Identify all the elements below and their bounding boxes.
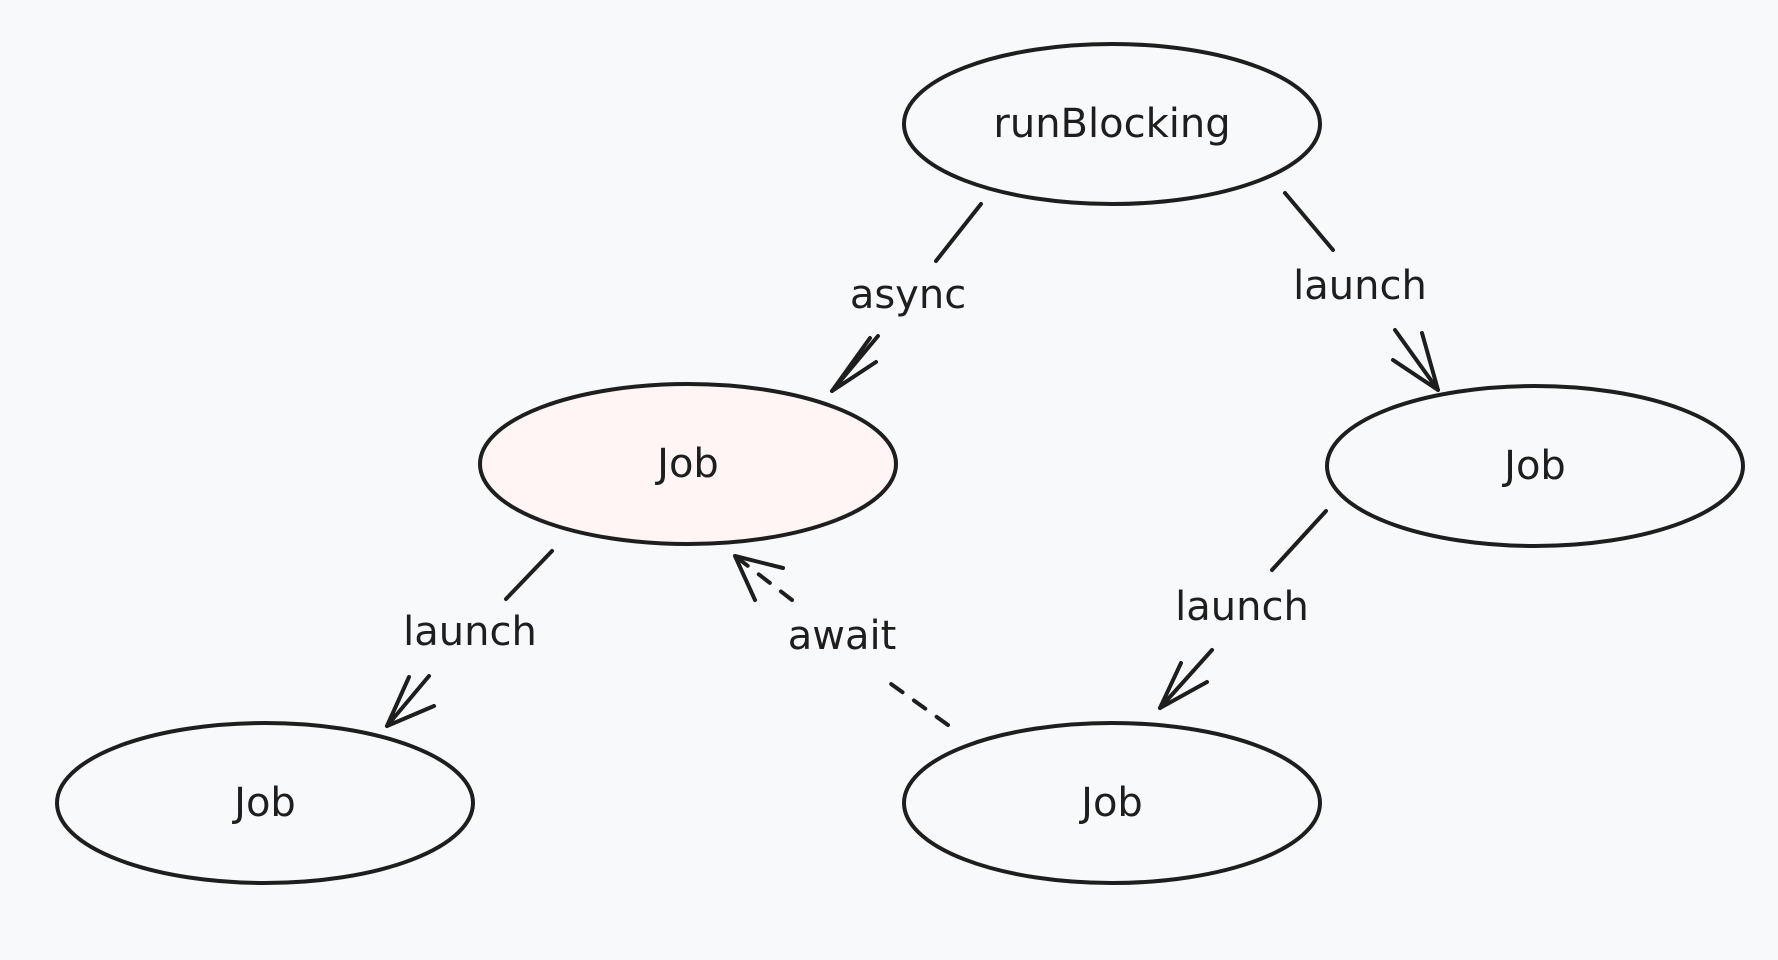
arrowhead-icon xyxy=(1391,331,1440,392)
node-ellipse xyxy=(1325,384,1745,548)
node-label-job-right: Job xyxy=(1501,443,1566,489)
edge-label-async: async xyxy=(850,272,966,318)
edge-line-segment xyxy=(934,202,983,263)
edge-label-launch-left: launch xyxy=(403,609,537,655)
arrowhead-icon xyxy=(733,554,785,602)
edge-root-to-job-right[interactable]: launch xyxy=(1283,191,1440,392)
node-label-job-async: Job xyxy=(654,441,719,487)
node-runblocking[interactable]: runBlocking xyxy=(902,42,1322,206)
edge-root-to-job-async[interactable]: async xyxy=(830,202,983,393)
edge-label-await: await xyxy=(788,613,897,659)
node-job-left-bottom[interactable]: Job xyxy=(55,721,475,885)
edge-line-segment xyxy=(385,674,431,728)
edge-label-launch-right: launch xyxy=(1293,263,1427,309)
node-ellipse xyxy=(902,42,1322,206)
node-label-job-bottom: Job xyxy=(1078,780,1143,826)
edge-line-segment xyxy=(1158,648,1214,710)
node-job-async[interactable]: Job xyxy=(478,382,898,546)
edge-job-right-to-job-bottom[interactable]: launch xyxy=(1158,509,1328,710)
arrowhead-icon xyxy=(385,675,436,728)
edge-job-async-to-job-left-bottom[interactable]: launch xyxy=(385,549,554,728)
edge-line-segment xyxy=(1393,328,1440,392)
edge-line-segment xyxy=(733,554,794,602)
node-label-runblocking: runBlocking xyxy=(993,101,1230,147)
edge-line-segment xyxy=(878,674,950,727)
edge-job-bottom-await-job-async[interactable]: await xyxy=(733,554,950,727)
arrowhead-icon xyxy=(830,334,880,393)
node-job-bottom[interactable]: Job xyxy=(902,721,1322,885)
edge-line-segment xyxy=(1283,191,1335,252)
node-job-right[interactable]: Job xyxy=(1325,384,1745,548)
node-label-job-left-bottom: Job xyxy=(231,780,296,826)
edge-line-segment xyxy=(504,549,554,601)
edge-line-segment xyxy=(1270,509,1328,572)
arrowhead-icon xyxy=(1158,661,1209,710)
edge-label-launch-bottom: launch xyxy=(1175,584,1309,630)
node-ellipse xyxy=(55,721,475,885)
node-ellipse xyxy=(478,382,898,546)
node-ellipse xyxy=(902,721,1322,885)
